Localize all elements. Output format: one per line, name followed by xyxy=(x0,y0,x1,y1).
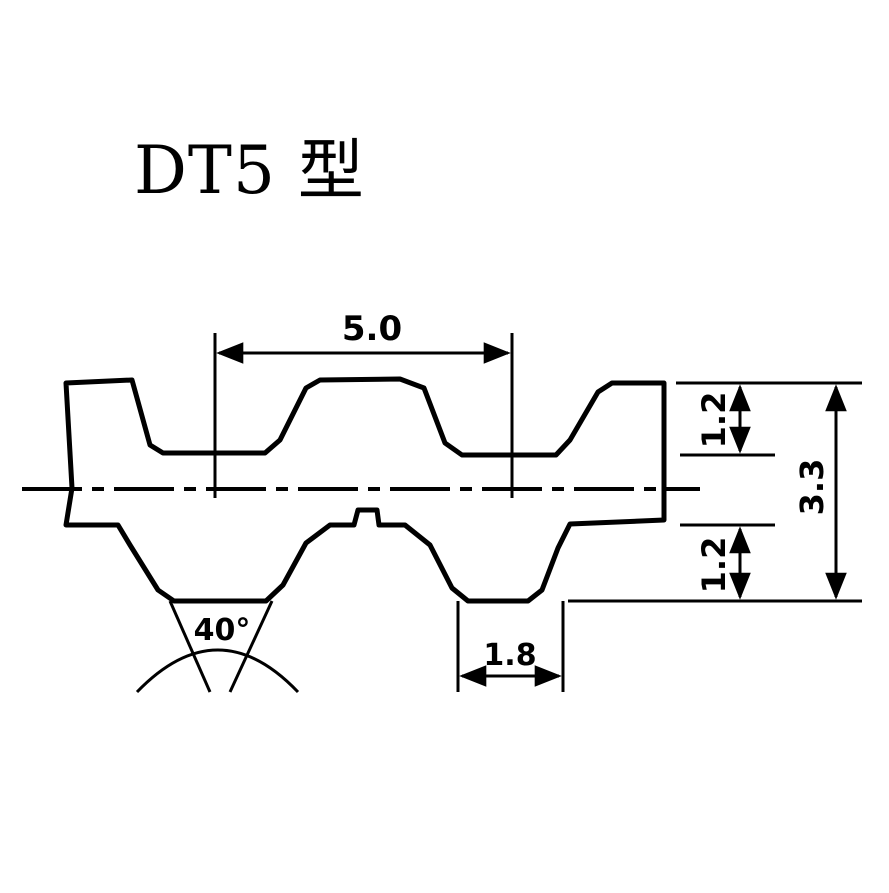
total-thickness-label: 3.3 xyxy=(793,459,831,516)
land-width-label: 1.8 xyxy=(483,638,536,673)
drawing-title: DT5 型 xyxy=(134,132,365,209)
angle-line-right xyxy=(228,600,274,693)
tooth-angle-label: 40° xyxy=(194,613,251,648)
lower-tooth-height-label: 1.2 xyxy=(695,537,733,594)
upper-tooth-height-label: 1.2 xyxy=(695,392,733,449)
belt-outline xyxy=(63,376,667,604)
angle-line-left xyxy=(168,600,212,693)
pitch-label: 5.0 xyxy=(342,309,402,349)
pulley-arc xyxy=(135,648,300,694)
